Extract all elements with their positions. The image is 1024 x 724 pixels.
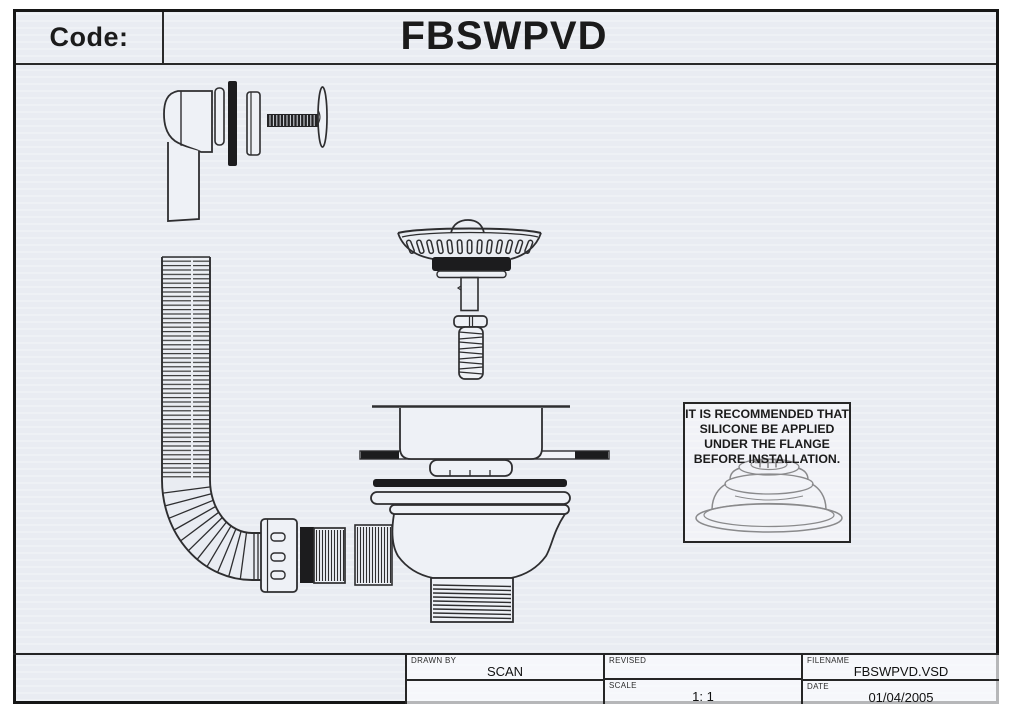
date-cell: DATE 01/04/2005 [803,681,999,705]
filename-label: FILENAME [807,656,850,665]
code-label: Code: [49,22,129,52]
filename-cell: FILENAME FBSWPVD.VSD [803,655,999,681]
note-line: IT IS RECOMMENDED THAT [685,407,849,421]
header-row: Code: [16,12,996,65]
empty-cell [407,681,603,704]
drawn-by-label: DRAWN BY [411,656,457,665]
title-block-spacer [13,655,405,704]
filename-date-column: FILENAME FBSWPVD.VSD DATE 01/04/2005 [801,655,999,705]
title-block: DRAWN BY SCAN REVISED SCALE 1: 1 FILENAM… [13,653,999,705]
scale-label: SCALE [609,681,637,690]
revised-label: REVISED [609,656,647,665]
note-line: SILICONE BE APPLIED [699,422,835,436]
drawn-by-cell: DRAWN BY SCAN [407,655,603,681]
note-line: BEFORE INSTALLATION. [693,452,841,466]
page-title: FBSWPVD [400,14,608,58]
drawn-by-value: SCAN [486,664,524,679]
date-value: 01/04/2005 [868,690,934,705]
drawing-sheet [13,9,999,704]
silicone-note-box: IT IS RECOMMENDED THAT SILICONE BE APPLI… [683,402,851,543]
scale-value: 1: 1 [692,689,714,704]
note-line: UNDER THE FLANGE [704,437,830,451]
scale-cell: SCALE 1: 1 [605,680,801,704]
code-cell: Code: [16,12,164,63]
date-label: DATE [807,682,829,691]
revised-cell: REVISED [605,655,801,680]
revised-scale-column: REVISED SCALE 1: 1 [603,655,801,704]
drawn-by-column: DRAWN BY SCAN [405,655,603,704]
filename-value: FBSWPVD.VSD [853,664,949,679]
